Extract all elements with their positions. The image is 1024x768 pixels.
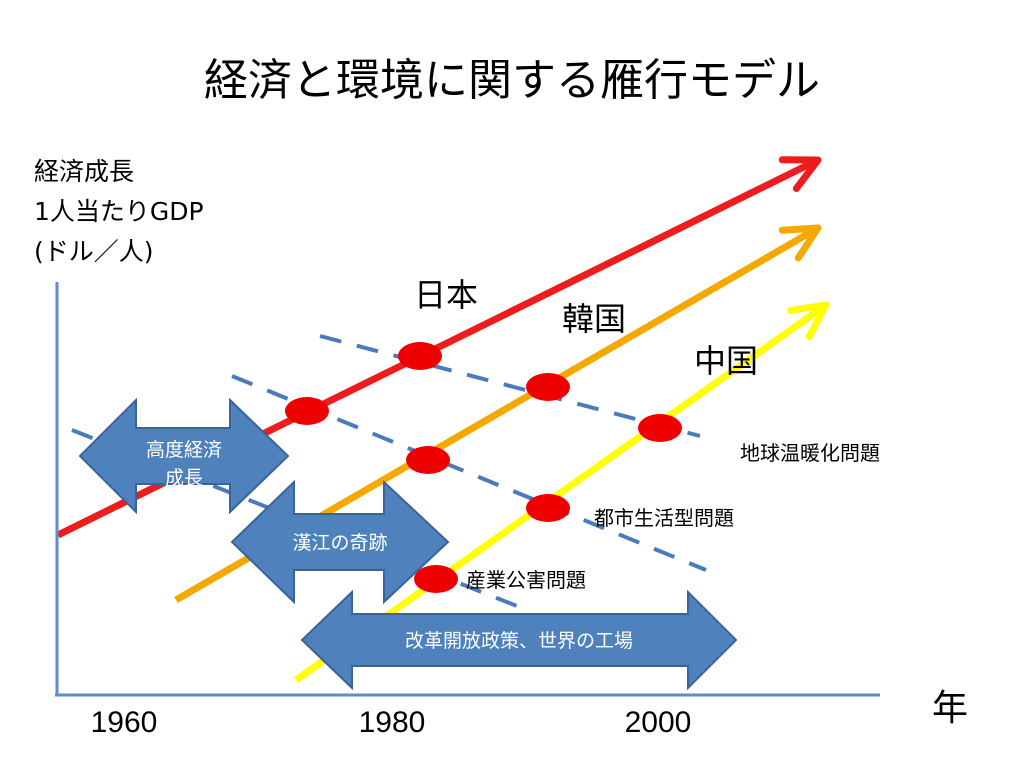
marker-japan-global-warming	[398, 342, 442, 370]
y-axis-label-line-2: 1人当たりGDP	[34, 197, 204, 226]
marker-japan-urban	[285, 397, 329, 425]
marker-china-urban	[526, 494, 570, 522]
x-tick-2000: 2000	[625, 706, 692, 739]
y-axis-label-line-1: 経済成長	[34, 157, 135, 186]
x-tick-1960: 1960	[91, 706, 158, 739]
country-label-korea: 韓国	[562, 300, 626, 338]
marker-china-pollution	[414, 565, 458, 593]
problem-label-urban: 都市生活型問題	[594, 506, 734, 530]
y-axis-label-line-3: (ドル／人)	[34, 237, 154, 266]
marker-china-global-warming	[638, 414, 682, 442]
country-label-japan: 日本	[414, 276, 478, 314]
period-arrow-reform-opening-label: 改革開放政策、世界の工場	[405, 630, 633, 652]
marker-korea-urban	[406, 446, 450, 474]
problem-label-pollution: 産業公害問題	[466, 568, 586, 592]
period-arrow-han-river	[230, 479, 450, 605]
marker-korea-global-warming	[526, 373, 570, 401]
y-axis-label: 経済成長 1人当たりGDP (ドル／人)	[34, 152, 204, 272]
period-arrow-high-growth	[78, 397, 290, 515]
period-arrow-reform-opening	[300, 589, 738, 691]
period-arrow-high-growth-label-2: 成長	[165, 467, 203, 489]
country-label-china: 中国	[694, 342, 758, 380]
dashed-line-global-warming	[319, 334, 701, 438]
problem-label-global-warming: 地球温暖化問題	[740, 441, 880, 465]
period-arrow-high-growth-label-1: 高度経済	[146, 439, 222, 461]
period-arrow-han-river-label: 漢江の奇跡	[292, 532, 387, 554]
x-axis-unit: 年	[932, 688, 968, 729]
page-title: 経済と環境に関する雁行モデル	[204, 55, 820, 106]
x-tick-1980: 1980	[359, 706, 426, 739]
